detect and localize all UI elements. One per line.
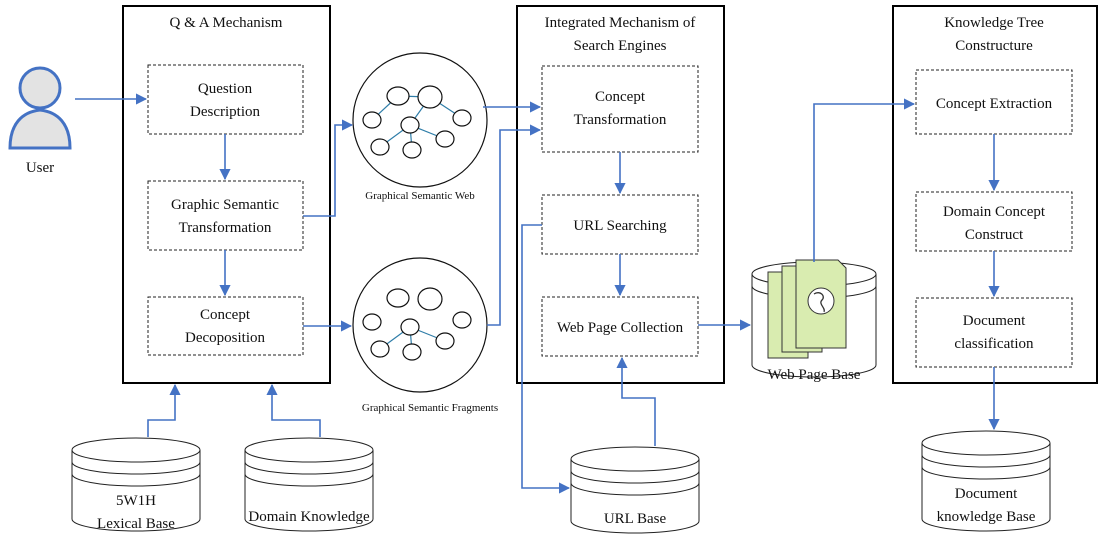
db-url-label: URL Base [604, 511, 667, 527]
db-document-line1: Document [955, 486, 1018, 502]
box-domain-construct-line1: Domain Concept [943, 204, 1046, 220]
box-doc-class-line2: classification [954, 336, 1034, 352]
db-web-page-base: Web Page Base [751, 259, 877, 383]
db-lexical-line2: Lexical Base [97, 516, 175, 532]
db-lexical-line1: 5W1H [116, 493, 156, 509]
db-domain-label: Domain Knowledge [248, 509, 370, 525]
box-concept-extraction: Concept Extraction [915, 69, 1073, 135]
db-domain-knowledge: Domain Knowledge [244, 437, 374, 532]
arrow-graphic-to-semantic-web [303, 119, 354, 217]
box-domain-construct-line2: Construct [965, 227, 1024, 243]
semantic-fragments-label: Graphical Semantic Fragments [362, 402, 498, 414]
box-concept-decoposition: Concept Decoposition [147, 296, 304, 356]
arrow-url-base-to-collection [616, 356, 656, 446]
arrow-url-search-to-url-base [521, 224, 571, 494]
search-panel-title-line2: Search Engines [574, 38, 667, 54]
box-url-search-label: URL Searching [573, 218, 667, 234]
box-graphic-semantic: Graphic Semantic Transformation [147, 180, 304, 251]
box-document-classification: Document classification [915, 297, 1073, 368]
box-web-page-collection: Web Page Collection [541, 296, 699, 357]
tree-panel-title-line1: Knowledge Tree [944, 15, 1044, 31]
db-document-line2: knowledge Base [937, 509, 1036, 525]
box-question-line2: Description [190, 104, 260, 120]
box-url-searching: URL Searching [541, 194, 699, 255]
semantic-web-label: Graphical Semantic Web [365, 190, 475, 202]
db-lexical-base: 5W1H Lexical Base [71, 437, 201, 532]
user-icon [8, 66, 72, 150]
box-decomp-line1: Concept [200, 307, 251, 323]
flow-arrows [75, 93, 1000, 494]
db-document-knowledge-base: Document knowledge Base [921, 430, 1051, 532]
search-panel-title-line1: Integrated Mechanism of [545, 15, 696, 31]
qa-panel-title: Q & A Mechanism [170, 15, 283, 31]
box-question-description: Question Description [147, 64, 304, 135]
db-web-page-label: Web Page Base [768, 367, 861, 383]
box-concept-extract-label: Concept Extraction [936, 96, 1053, 112]
box-concept-trans-line1: Concept [595, 89, 646, 105]
arrow-lexical-to-qa [147, 383, 181, 437]
semantic-web-network [352, 52, 488, 188]
arrow-domain-to-qa [266, 383, 321, 437]
arrow-web-base-to-extraction [813, 98, 916, 262]
tree-panel-title-line2: Constructure [955, 38, 1033, 54]
web-page-icon [767, 259, 847, 359]
semantic-fragments-network [352, 257, 488, 393]
arrow-fragments-to-concept [487, 124, 542, 326]
box-concept-trans-line2: Transformation [574, 112, 667, 128]
box-concept-transformation: Concept Transformation [541, 65, 699, 153]
box-doc-class-line1: Document [963, 313, 1026, 329]
box-graphic-line1: Graphic Semantic [171, 197, 279, 213]
box-decomp-line2: Decoposition [185, 330, 265, 346]
box-graphic-line2: Transformation [179, 220, 272, 236]
box-question-line1: Question [198, 81, 253, 97]
user-label: User [26, 160, 54, 176]
box-domain-concept-construct: Domain Concept Construct [915, 191, 1073, 252]
box-web-collect-label: Web Page Collection [557, 320, 684, 336]
db-url-base: URL Base [570, 446, 700, 534]
